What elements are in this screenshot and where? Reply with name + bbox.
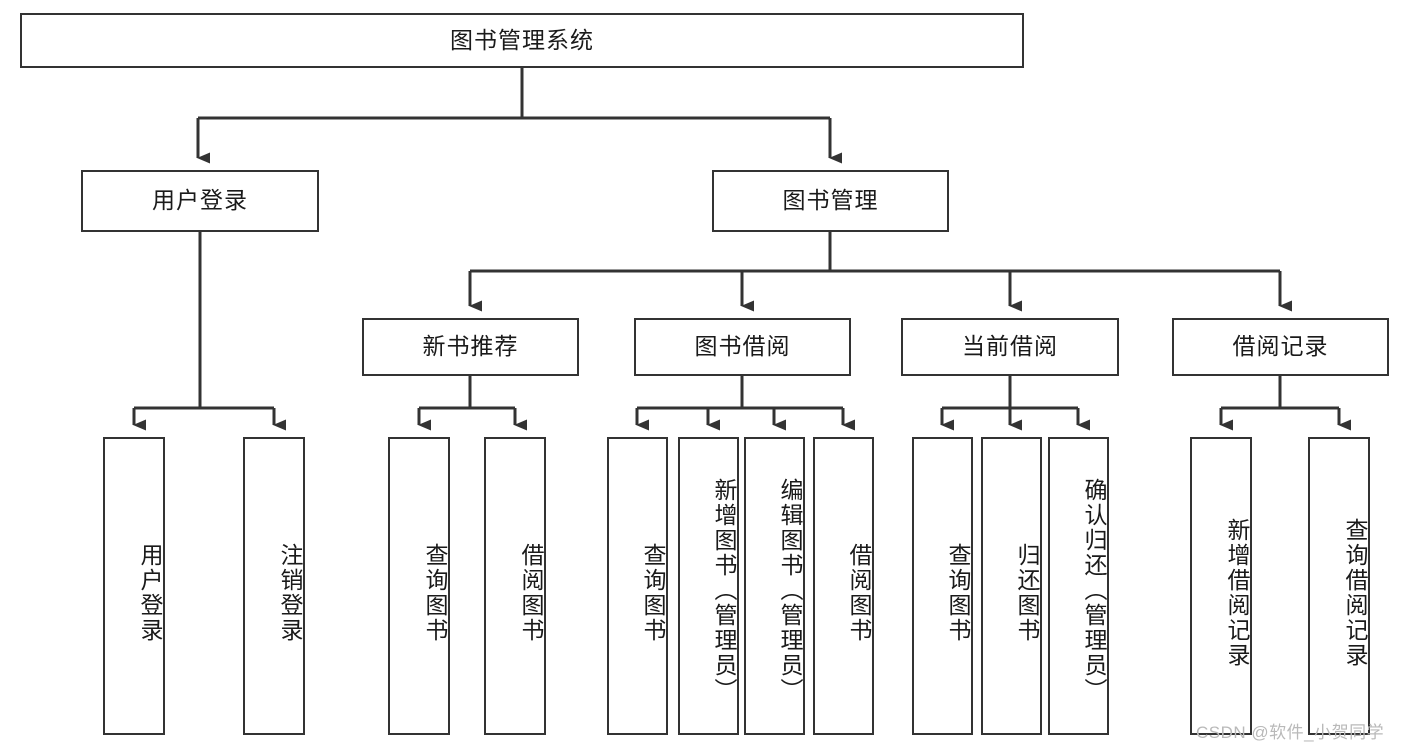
node-leaf-return-book-label: 归还图书 <box>1014 543 1040 643</box>
node-leaf-add-book-label: 新增图书（管理员） <box>711 477 737 703</box>
node-leaf-borrow-book-2[interactable]: 借阅图书 <box>813 437 874 735</box>
node-book-borrow-label: 图书借阅 <box>694 333 791 360</box>
node-leaf-query-book-1-label: 查询图书 <box>422 543 448 643</box>
node-book-manage-label: 图书管理 <box>782 187 879 214</box>
csdn-watermark: CSDN @软件_小贺同学 <box>1196 723 1385 742</box>
node-borrow-record[interactable]: 借阅记录 <box>1172 318 1389 376</box>
node-leaf-logout-label: 注销登录 <box>277 543 303 643</box>
node-leaf-query-book-1[interactable]: 查询图书 <box>388 437 450 735</box>
node-user-login[interactable]: 用户登录 <box>81 170 319 232</box>
node-leaf-query-book-2-label: 查询图书 <box>640 543 666 643</box>
node-leaf-query-borrow-record[interactable]: 查询借阅记录 <box>1308 437 1370 735</box>
node-current-borrow[interactable]: 当前借阅 <box>901 318 1119 376</box>
node-leaf-return-book[interactable]: 归还图书 <box>981 437 1042 735</box>
node-new-book-recommend[interactable]: 新书推荐 <box>362 318 579 376</box>
node-leaf-user-login[interactable]: 用户登录 <box>103 437 165 735</box>
node-leaf-confirm-return[interactable]: 确认归还（管理员） <box>1048 437 1109 735</box>
node-current-borrow-label: 当前借阅 <box>962 333 1058 360</box>
node-leaf-borrow-book-1-label: 借阅图书 <box>518 543 544 643</box>
node-leaf-add-book[interactable]: 新增图书（管理员） <box>678 437 739 735</box>
node-leaf-query-borrow-record-label: 查询借阅记录 <box>1342 518 1368 668</box>
node-borrow-record-label: 借阅记录 <box>1232 333 1329 360</box>
node-book-manage[interactable]: 图书管理 <box>712 170 949 232</box>
node-new-book-recommend-label: 新书推荐 <box>422 333 519 360</box>
node-root-label: 图书管理系统 <box>450 26 594 53</box>
node-leaf-query-book-2[interactable]: 查询图书 <box>607 437 668 735</box>
node-user-login-label: 用户登录 <box>152 187 248 214</box>
node-leaf-add-borrow-record[interactable]: 新增借阅记录 <box>1190 437 1252 735</box>
node-leaf-query-book-3-label: 查询图书 <box>945 543 971 643</box>
node-leaf-edit-book[interactable]: 编辑图书（管理员） <box>744 437 805 735</box>
node-leaf-borrow-book-2-label: 借阅图书 <box>846 543 872 643</box>
node-leaf-add-borrow-record-label: 新增借阅记录 <box>1224 518 1250 668</box>
node-leaf-logout[interactable]: 注销登录 <box>243 437 305 735</box>
node-root[interactable]: 图书管理系统 <box>20 13 1024 68</box>
node-leaf-user-login-label: 用户登录 <box>137 543 163 643</box>
node-leaf-borrow-book-1[interactable]: 借阅图书 <box>484 437 546 735</box>
node-leaf-confirm-return-label: 确认归还（管理员） <box>1081 477 1107 703</box>
node-book-borrow[interactable]: 图书借阅 <box>634 318 851 376</box>
node-leaf-query-book-3[interactable]: 查询图书 <box>912 437 973 735</box>
node-leaf-edit-book-label: 编辑图书（管理员） <box>777 477 803 703</box>
